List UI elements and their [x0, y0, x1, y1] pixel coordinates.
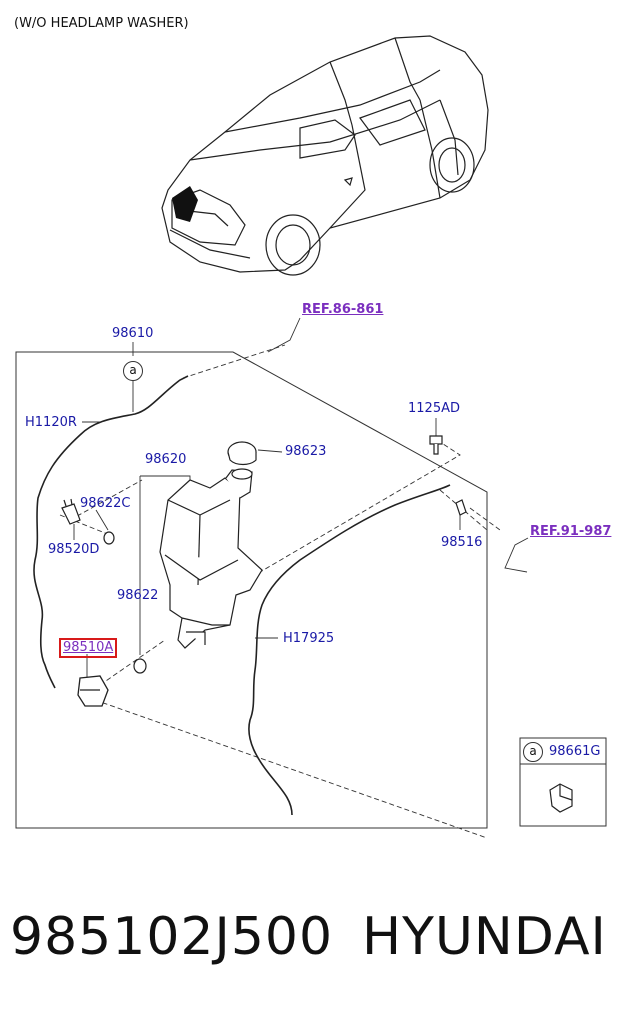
reservoir-cap	[227, 441, 257, 466]
grommet-98622	[133, 658, 147, 674]
label-98623: 98623	[285, 444, 327, 459]
vehicle-illustration	[161, 35, 489, 276]
label-98610: 98610	[112, 326, 154, 341]
label-98510a-highlighted[interactable]: 98510A	[59, 638, 118, 658]
brand-name: HYUNDAI	[362, 907, 607, 967]
label-1125ad: 1125AD	[408, 401, 460, 416]
bolt-1125ad	[429, 435, 443, 455]
sensor-98520d	[61, 498, 81, 525]
legend-box	[519, 737, 607, 827]
label-98622: 98622	[117, 588, 159, 603]
tank-location-marker	[172, 186, 198, 222]
callout-lines	[73, 317, 529, 678]
washer-pump	[77, 675, 109, 707]
grommet-98622c	[103, 531, 115, 545]
ref-link-91-987[interactable]: REF.91-987	[530, 524, 612, 539]
clip-98661g	[549, 783, 573, 813]
washer-reservoir	[159, 468, 263, 649]
label-98622c: 98622C	[80, 496, 131, 511]
hose-h1120r	[33, 375, 189, 689]
diagram-caption: (W/O HEADLAMP WASHER)	[14, 16, 189, 31]
parts-diagram	[15, 35, 607, 839]
legend-circle-a: a	[523, 742, 543, 762]
hose-h17925	[248, 484, 451, 816]
label-98661g: 98661G	[549, 744, 601, 759]
label-h1120r: H1120R	[25, 415, 77, 430]
nozzle-98516	[455, 499, 467, 516]
label-98520d: 98520D	[48, 542, 100, 557]
label-98516: 98516	[441, 535, 483, 550]
ref-link-86-861[interactable]: REF.86-861	[302, 302, 384, 317]
part-number: 985102J500	[10, 907, 334, 967]
assembly-frame	[15, 351, 488, 829]
label-h17925: H17925	[283, 631, 335, 646]
circle-a-marker: a	[123, 361, 143, 381]
label-98620: 98620	[145, 452, 187, 467]
